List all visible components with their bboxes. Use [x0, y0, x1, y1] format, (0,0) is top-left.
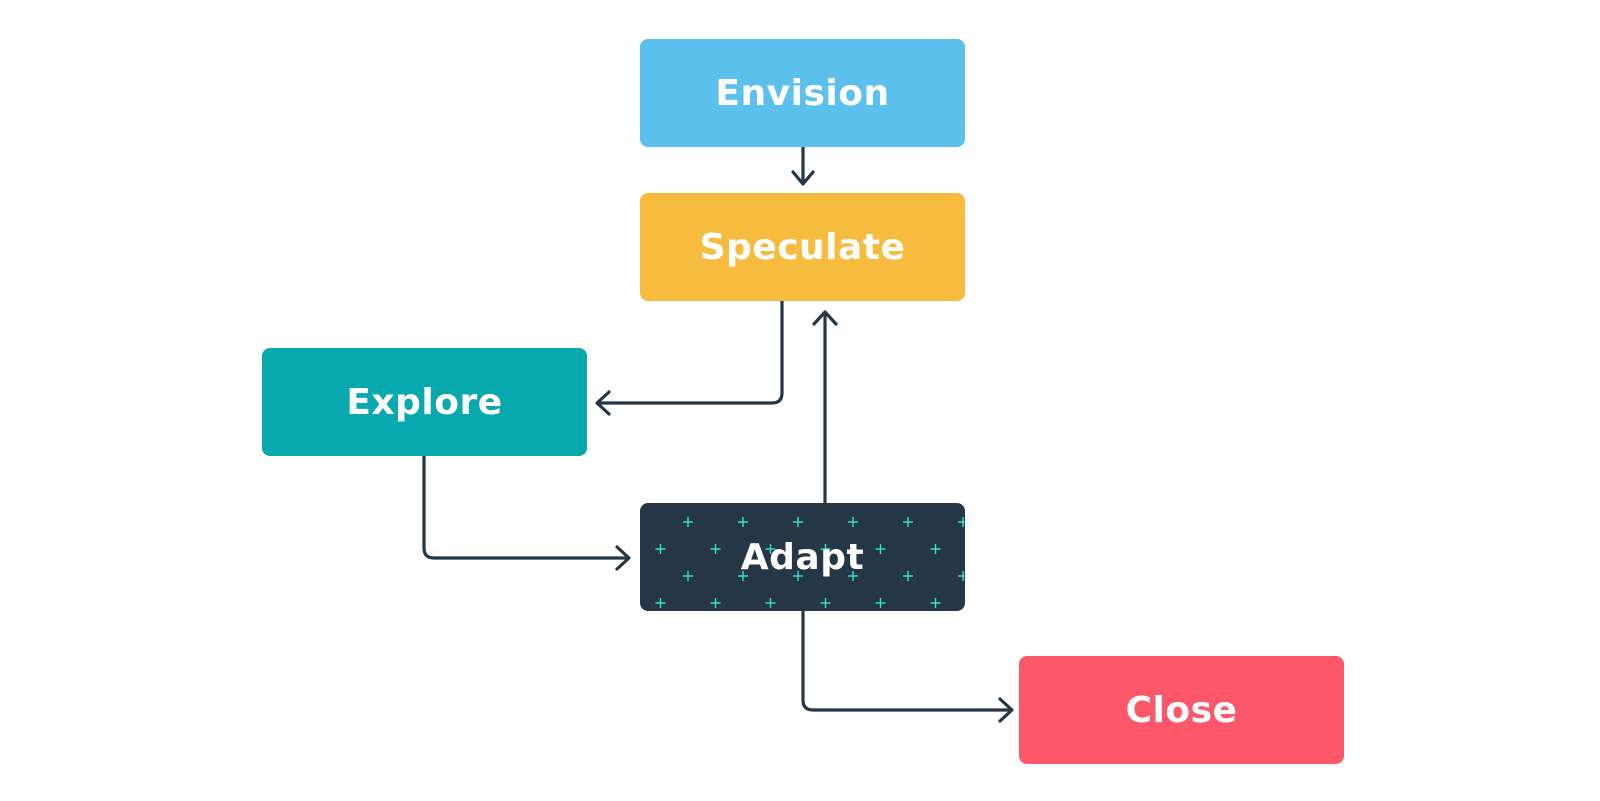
plus-mark — [930, 544, 941, 554]
plus-mark — [848, 571, 858, 581]
plus-mark — [765, 544, 776, 554]
envision-label: Envision — [715, 72, 890, 114]
plus-pattern-decoration — [655, 517, 965, 608]
plus-mark — [793, 571, 803, 581]
plus-mark — [875, 544, 886, 554]
envision-box: Envision — [640, 39, 965, 147]
plus-mark — [793, 517, 803, 527]
close-label: Close — [1125, 689, 1238, 731]
plus-mark — [958, 517, 965, 527]
edge-adapt-to-speculate — [812, 310, 838, 505]
close-box: Close — [1019, 656, 1344, 764]
plus-mark — [683, 517, 693, 527]
edge-adapt-to-close — [801, 609, 1014, 723]
plus-mark — [820, 544, 831, 554]
plus-mark — [930, 598, 941, 608]
plus-mark — [848, 517, 858, 527]
explore-box: Explore — [262, 348, 587, 456]
plus-mark — [903, 517, 913, 527]
plus-mark — [820, 598, 831, 608]
speculate-label: Speculate — [699, 226, 906, 268]
speculate-box: Speculate — [640, 193, 965, 301]
explore-label: Explore — [346, 381, 503, 423]
plus-mark — [683, 571, 693, 581]
edge-envision-to-speculate — [791, 145, 815, 186]
edge-speculate-to-explore — [595, 299, 784, 416]
adapt-box: Adapt — [640, 503, 965, 611]
plus-mark — [903, 571, 913, 581]
plus-mark — [875, 598, 886, 608]
plus-mark — [655, 544, 666, 554]
plus-mark — [738, 517, 748, 527]
plus-mark — [655, 598, 666, 608]
edge-explore-to-adapt — [422, 454, 631, 571]
plus-mark — [710, 544, 721, 554]
plus-mark — [958, 571, 965, 581]
plus-mark — [738, 571, 748, 581]
adapt-label: Adapt — [740, 536, 865, 578]
plus-mark — [765, 598, 776, 608]
plus-mark — [710, 598, 721, 608]
